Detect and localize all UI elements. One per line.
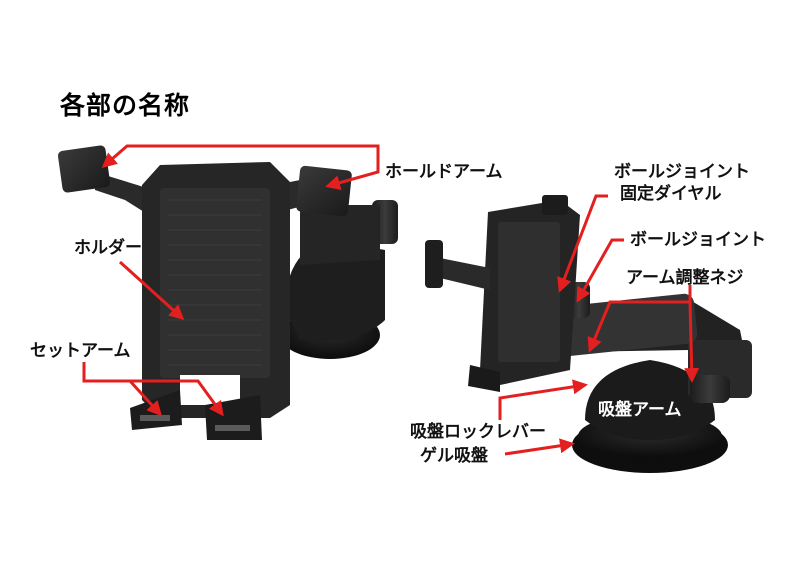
label-holder: ホルダー bbox=[74, 238, 142, 258]
right-product bbox=[425, 195, 752, 473]
label-arm-adjust-screw: アーム調整ネジ bbox=[626, 268, 744, 288]
label-ball-joint-dial-line1: ボールジョイント bbox=[614, 162, 750, 182]
left-product bbox=[57, 145, 398, 440]
label-suction-lock-lever: 吸盤ロックレバー bbox=[410, 422, 546, 442]
label-hold-arm: ホールドアーム bbox=[385, 162, 503, 182]
label-suction-arm: 吸盤アーム bbox=[598, 400, 682, 420]
page-title: 各部の名称 bbox=[60, 91, 191, 120]
label-ball-joint: ボールジョイント bbox=[630, 230, 766, 250]
label-gel-suction: ゲル吸盤 bbox=[420, 446, 488, 466]
label-set-arm: セットアーム bbox=[30, 341, 131, 361]
callout-lines bbox=[82, 144, 700, 456]
label-ball-joint-dial-line2: 固定ダイヤル bbox=[620, 184, 722, 204]
